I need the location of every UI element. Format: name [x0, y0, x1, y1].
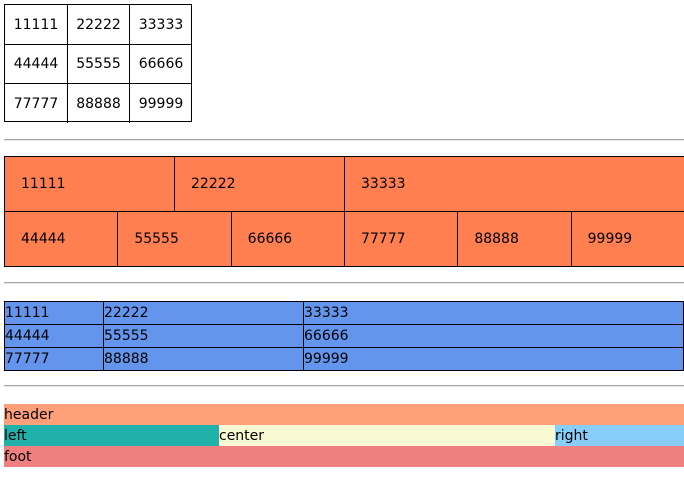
- table-cell: 88888: [457, 211, 572, 267]
- layout-left: left: [4, 425, 219, 446]
- table-cell: 77777: [343, 211, 459, 267]
- orange-flex-table: 11111 22222 33333 44444 55555 66666 7777…: [4, 156, 684, 267]
- table-row: 11111 22222 33333: [4, 301, 684, 325]
- table-row: 44444 55555 66666 77777 88888 99999: [4, 211, 684, 267]
- layout-middle: left center right: [4, 425, 684, 446]
- table-cell: 33333: [344, 156, 684, 212]
- table-cell: 88888: [103, 347, 304, 371]
- grid-cell: 66666: [130, 45, 192, 84]
- horizontal-divider: [4, 282, 684, 284]
- table-cell: 66666: [303, 324, 684, 348]
- table-cell: 99999: [303, 347, 684, 371]
- table-cell: 77777: [4, 347, 104, 371]
- grid-cell: 77777: [5, 84, 68, 123]
- grid-cell: 44444: [5, 45, 68, 84]
- table-cell: 99999: [570, 211, 684, 267]
- table-row: 44444 55555 66666: [4, 324, 684, 348]
- table-cell: 66666: [230, 211, 345, 267]
- grid-cell: 99999: [138, 95, 184, 112]
- table-cell: 55555: [103, 324, 304, 348]
- page-layout-demo: header left center right foot: [4, 404, 684, 467]
- blue-compact-table: 11111 22222 33333 44444 55555 66666 7777…: [4, 301, 684, 371]
- table-row: 11111 22222 33333: [4, 156, 684, 212]
- bordered-grid-table: 11111 22222 33333 44444 55555 66666 7777…: [4, 4, 192, 123]
- layout-header: header: [4, 404, 684, 425]
- grid-cell: 11111: [5, 5, 68, 45]
- table-cell: 11111: [4, 156, 175, 212]
- grid-cell: 22222: [68, 5, 130, 45]
- table-cell: 22222: [174, 156, 345, 212]
- table-row: 77777 88888 99999: [4, 347, 684, 371]
- table-cell: 22222: [103, 301, 304, 325]
- grid-cell: 88888: [68, 84, 130, 123]
- horizontal-divider: [4, 139, 684, 141]
- grid-cell: 55555: [68, 45, 130, 84]
- table-cell: 33333: [303, 301, 684, 325]
- layout-center: center: [219, 425, 555, 446]
- table-cell: 44444: [4, 211, 119, 267]
- table-cell: 55555: [117, 211, 232, 267]
- table-cell: 44444: [4, 324, 104, 348]
- table-cell: 11111: [4, 301, 104, 325]
- grid-cell: 33333: [130, 5, 192, 45]
- layout-foot: foot: [4, 446, 684, 467]
- layout-right: right: [555, 425, 684, 446]
- horizontal-divider: [4, 385, 684, 387]
